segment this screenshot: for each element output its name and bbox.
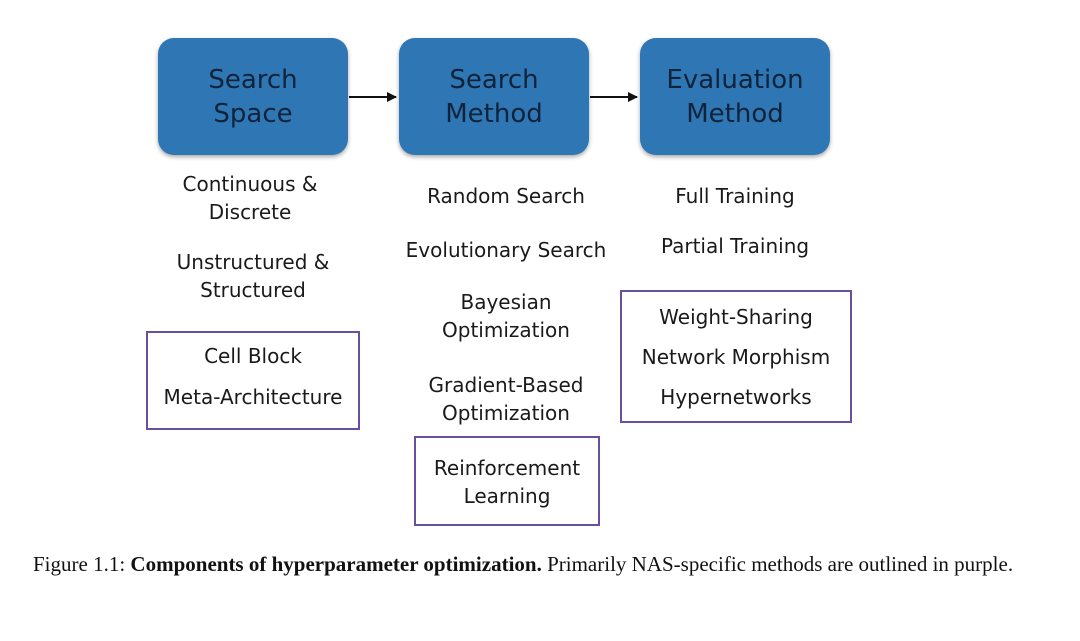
caption-text: Primarily NAS-specific methods are outli… bbox=[547, 552, 1014, 576]
figure-caption: Figure 1.1: Components of hyperparameter… bbox=[33, 549, 1033, 579]
nas-outline-evaluation-method bbox=[620, 290, 852, 423]
item-unstructured-structured: Unstructured & Structured bbox=[176, 250, 330, 302]
item-partial-training: Partial Training bbox=[660, 234, 810, 258]
caption-label: Figure 1.1: bbox=[33, 552, 126, 576]
item-gradient-based-optimization: Gradient-Based Optimization bbox=[428, 373, 584, 425]
item-bayesian-optimization: Bayesian Optimization bbox=[442, 290, 570, 342]
item-evolutionary-search: Evolutionary Search bbox=[405, 238, 607, 262]
item-continuous-discrete: Continuous & Discrete bbox=[182, 172, 318, 224]
search-method-title: Search Method bbox=[445, 64, 543, 129]
item-network-morphism: Network Morphism bbox=[641, 345, 831, 369]
nas-outline-search-space bbox=[146, 331, 360, 430]
item-weight-sharing: Weight-Sharing bbox=[659, 305, 813, 329]
item-reinforcement-learning: Reinforcement Learning bbox=[433, 456, 581, 508]
nas-outline-search-method bbox=[414, 436, 600, 526]
evaluation-method-box: Evaluation Method bbox=[640, 38, 830, 155]
item-random-search: Random Search bbox=[427, 184, 585, 208]
search-method-box: Search Method bbox=[399, 38, 589, 155]
search-space-title: Search Space bbox=[208, 64, 298, 129]
caption-title: Components of hyperparameter optimizatio… bbox=[130, 552, 542, 576]
search-space-box: Search Space bbox=[158, 38, 348, 155]
item-full-training: Full Training bbox=[675, 184, 795, 208]
item-hypernetworks: Hypernetworks bbox=[660, 385, 812, 409]
item-cell-block: Cell Block bbox=[204, 344, 302, 368]
evaluation-method-title: Evaluation Method bbox=[666, 64, 804, 129]
item-meta-architecture: Meta-Architecture bbox=[163, 385, 343, 409]
